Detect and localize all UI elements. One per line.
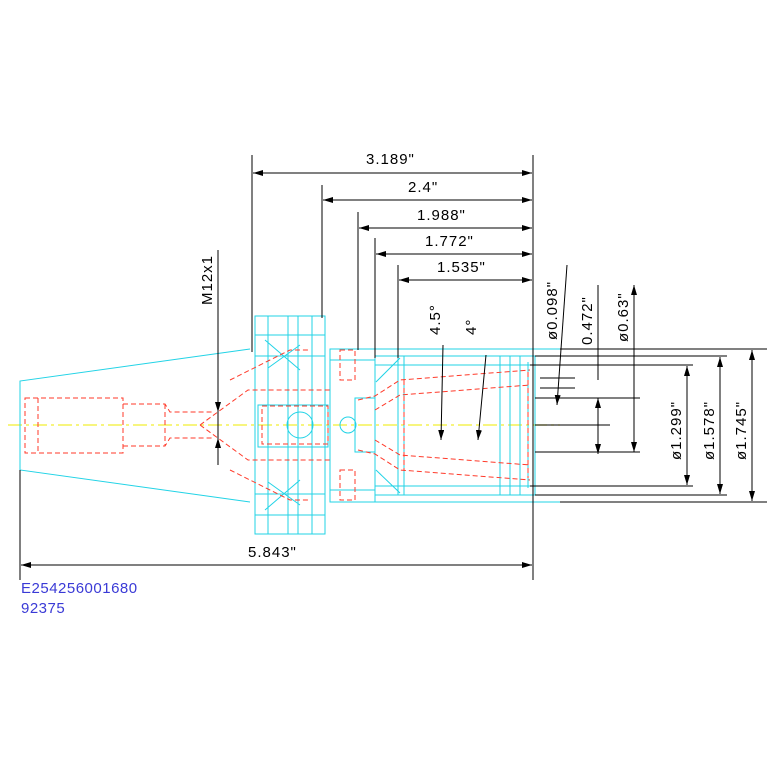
dimension-lines [19,155,767,580]
dim-dia-0098: ø0.098" [544,281,561,340]
dim-1535: 1.535" [437,259,486,276]
hidden-lines [24,349,531,501]
dim-thread: M12x1 [199,255,216,305]
dim-24: 2.4" [408,179,438,196]
dim-dia-1299: ø1.299" [668,401,685,460]
dim-5843: 5.843" [248,544,297,561]
dim-angle-4-5: 4.5° [427,304,444,335]
part-code: E254256001680 [21,580,138,597]
tool-holder-outline [19,315,560,535]
dim-3189: 3.189" [366,151,415,168]
part-number: 92375 [21,600,66,617]
dim-dia-1745: ø1.745" [733,401,750,460]
dim-1988: 1.988" [417,207,466,224]
dim-dia-063: ø0.63" [615,292,632,342]
dim-angle-4: 4° [463,319,480,335]
dim-1772: 1.772" [425,233,474,250]
dim-dia-0472: 0.472" [579,296,596,345]
dim-dia-1578: ø1.578" [701,401,718,460]
